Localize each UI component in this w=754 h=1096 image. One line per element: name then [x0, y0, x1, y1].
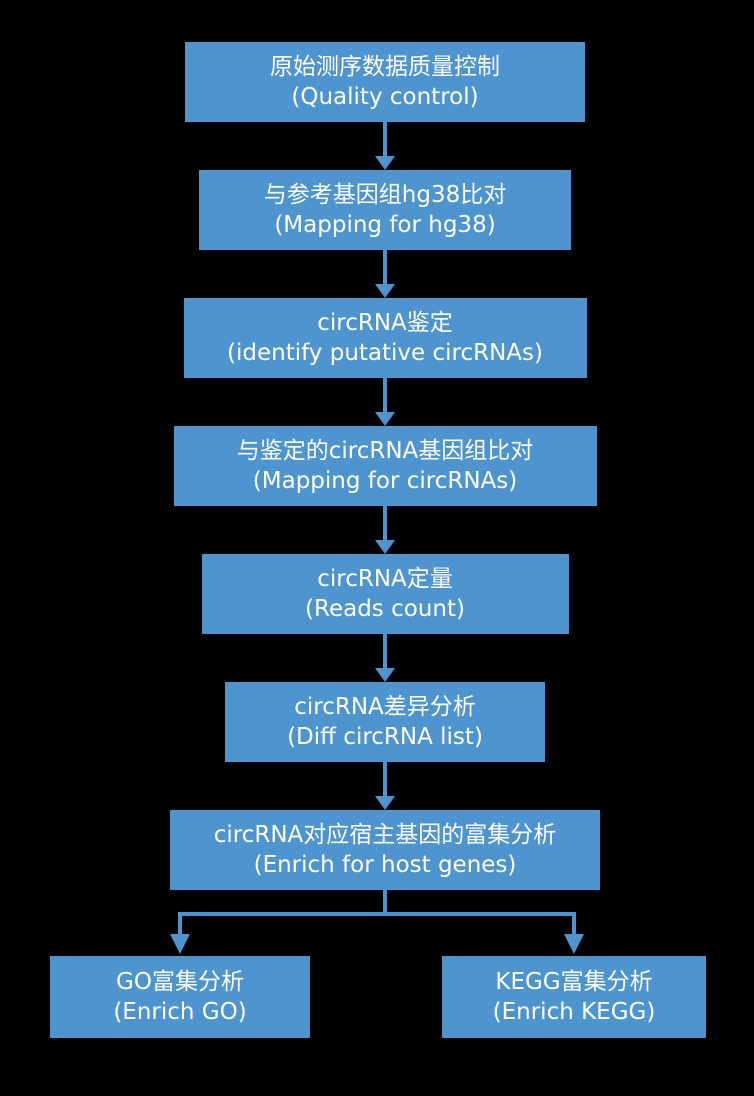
arrowhead-icon [375, 412, 395, 426]
flow-step-quality-control: 原始测序数据质量控制 (Quality control) [185, 42, 585, 122]
flow-step-diff-analysis: circRNA差异分析 (Diff circRNA list) [225, 682, 545, 762]
flow-step-label-zh: circRNA差异分析 [294, 694, 476, 720]
arrow-stem [383, 634, 387, 668]
arrow-stem [383, 250, 387, 284]
flow-step-label-en: (Reads count) [305, 596, 465, 622]
branch-box-kegg-enrich: KEGG富集分析 (Enrich KEGG) [442, 956, 706, 1038]
down-arrow [375, 122, 395, 170]
arrow-stem [383, 378, 387, 412]
flow-step-label-en: (Enrich for host genes) [253, 852, 517, 878]
flow-step-label-en: (Diff circRNA list) [287, 724, 483, 750]
flow-step-label-en: (identify putative circRNAs) [227, 340, 543, 366]
branch-label-en: (Enrich KEGG) [492, 999, 656, 1025]
down-arrow [375, 378, 395, 426]
branch-label-zh: KEGG富集分析 [495, 969, 653, 995]
flow-step-label-zh: 与鉴定的circRNA基因组比对 [236, 438, 534, 464]
arrowhead-icon [564, 934, 584, 954]
down-arrow [375, 762, 395, 810]
arrowhead-icon [375, 668, 395, 682]
branch-label-en: (Enrich GO) [113, 999, 247, 1025]
arrow-stem [383, 506, 387, 540]
flow-step-label-en: (Quality control) [291, 84, 479, 110]
flow-step-label-en: (Mapping for hg38) [274, 212, 496, 238]
arrowhead-icon [170, 934, 190, 954]
flow-step-reads-count: circRNA定量 (Reads count) [201, 554, 569, 634]
down-arrow [375, 634, 395, 682]
flow-step-label-en: (Mapping for circRNAs) [252, 468, 518, 494]
down-arrow [375, 506, 395, 554]
flow-step-circrna-identify: circRNA鉴定 (identify putative circRNAs) [183, 298, 587, 378]
flow-step-label-zh: circRNA定量 [317, 566, 453, 592]
flow-step-label-zh: 原始测序数据质量控制 [270, 54, 500, 80]
arrowhead-icon [375, 156, 395, 170]
flow-step-label-zh: circRNA鉴定 [317, 310, 453, 336]
flow-step-mapping-circrna: 与鉴定的circRNA基因组比对 (Mapping for circRNAs) [173, 426, 597, 506]
branch-row: GO富集分析 (Enrich GO) KEGG富集分析 (Enrich KEGG… [0, 956, 754, 1038]
branch-connector [170, 890, 584, 954]
flow-step-host-gene-enrich: circRNA对应宿主基因的富集分析 (Enrich for host gene… [170, 810, 600, 890]
down-arrow [375, 250, 395, 298]
flow-column: 原始测序数据质量控制 (Quality control) 与参考基因组hg38比… [16, 0, 754, 890]
arrowhead-icon [375, 540, 395, 554]
flow-step-label-zh: 与参考基因组hg38比对 [263, 182, 507, 208]
arrowhead-icon [375, 796, 395, 810]
flow-step-label-zh: circRNA对应宿主基因的富集分析 [213, 822, 557, 848]
flow-step-mapping-hg38: 与参考基因组hg38比对 (Mapping for hg38) [199, 170, 571, 250]
arrowhead-icon [375, 284, 395, 298]
arrow-stem [383, 762, 387, 796]
branch-box-go-enrich: GO富集分析 (Enrich GO) [50, 956, 310, 1038]
arrow-stem [383, 122, 387, 156]
branch-label-zh: GO富集分析 [116, 969, 244, 995]
